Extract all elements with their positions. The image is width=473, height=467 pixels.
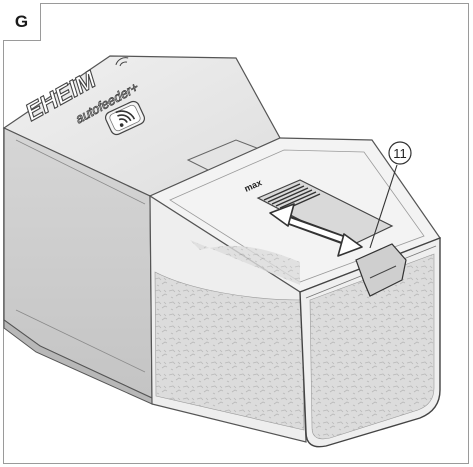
slider-tab	[355, 243, 407, 297]
callout-number: 11	[393, 146, 407, 161]
callout-leader	[369, 164, 398, 249]
callout-marker	[388, 141, 412, 165]
wifi-icon	[104, 100, 146, 136]
slider-grip	[263, 183, 321, 211]
food-front	[309, 253, 435, 440]
logo-signal-icon	[115, 57, 129, 67]
double-arrow-icon	[269, 203, 363, 257]
panel-label: G	[3, 3, 41, 41]
